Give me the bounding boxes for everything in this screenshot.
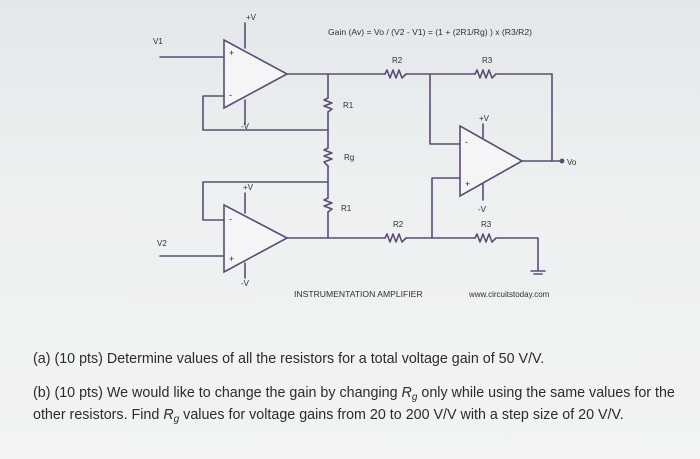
opamp1-minus-sign: - <box>229 90 232 100</box>
question-b-sub-1: g <box>411 392 418 403</box>
label-rg: Rg <box>344 153 354 162</box>
opamp1-vplus: +V <box>246 13 257 22</box>
label-v2: V2 <box>157 239 167 248</box>
opamp2-minus-sign: - <box>229 214 232 224</box>
label-r1-bottom: R1 <box>341 204 352 213</box>
opamp3-minus-sign: - <box>465 137 468 147</box>
label-vo: Vo <box>567 158 577 167</box>
opamp3-vminus: -V <box>478 205 487 214</box>
question-b-part2: only while using the same values for the… <box>33 385 675 423</box>
opamp1-plus-sign: + <box>229 48 234 58</box>
schematic-caption: INSTRUMENTATION AMPLIFIER <box>294 289 423 299</box>
wiring <box>159 56 563 275</box>
opamp2-vminus: -V <box>241 279 250 288</box>
question-a-text: (a) (10 pts) Determine values of all the… <box>33 351 545 367</box>
opamp-2 <box>223 192 289 279</box>
label-r2-top: R2 <box>392 56 403 65</box>
resistor-r1-top <box>323 97 333 113</box>
resistor-r3-top <box>474 69 497 79</box>
label-r1-top: R1 <box>343 101 354 110</box>
opamp3-plus-sign: + <box>465 179 470 189</box>
opamp2-plus-sign: + <box>229 254 234 264</box>
question-b-var-1: R <box>401 385 412 401</box>
opamp-3 <box>459 123 524 201</box>
question-b-var-2: R <box>163 406 174 423</box>
gain-formula: Gain (Av) = Vo / (V2 - V1) = (1 + (2R1/R… <box>328 27 532 37</box>
opamp-1 <box>223 22 289 125</box>
question-a: (a) (10 pts) Determine values of all the… <box>33 351 683 368</box>
vo-terminal <box>559 158 565 164</box>
question-b: (b) (10 pts) We would like to change the… <box>33 385 683 428</box>
label-r2-bottom: R2 <box>393 220 404 229</box>
resistor-r1-bottom <box>323 197 333 213</box>
opamp1-vminus: -V <box>241 122 250 131</box>
question-b-part1: (b) (10 pts) We would like to change the… <box>33 385 402 401</box>
resistor-rg <box>323 147 333 167</box>
opamp2-vplus: +V <box>243 183 254 192</box>
opamp3-vplus: +V <box>479 114 490 123</box>
label-r3-bottom: R3 <box>481 220 492 229</box>
label-r3-top: R3 <box>482 56 493 65</box>
question-b-sub-2: g <box>173 413 180 425</box>
resistor-r2-bottom <box>384 233 407 243</box>
schematic-website: www.circuitstoday.com <box>468 290 550 299</box>
question-b-part3: values for voltage gains from 20 to 200 … <box>179 406 624 423</box>
resistor-r2-top <box>384 69 407 79</box>
instrumentation-amplifier-schematic: Gain (Av) = Vo / (V2 - V1) = (1 + (2R1/R… <box>153 13 577 299</box>
label-v1: V1 <box>153 37 163 46</box>
resistor-r3-bottom <box>474 233 497 243</box>
